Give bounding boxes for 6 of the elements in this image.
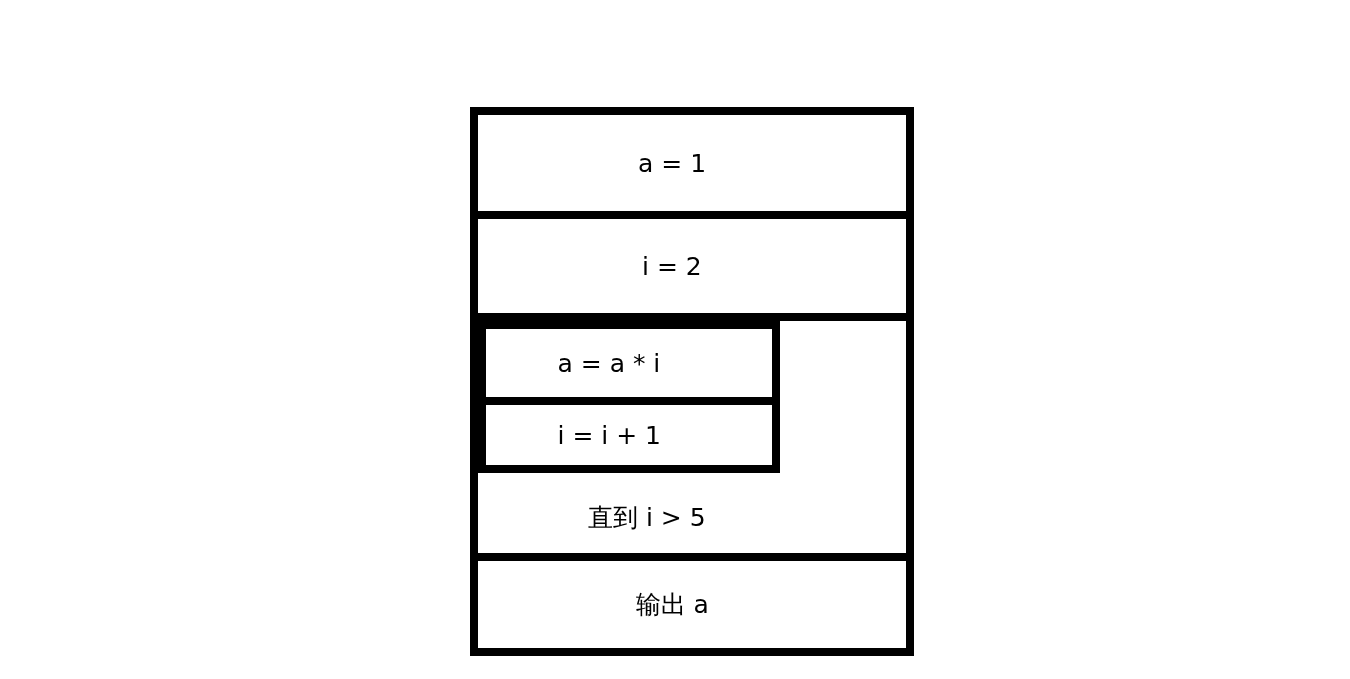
statement-text: a = 1 xyxy=(638,148,707,178)
statement-text: i = i + 1 xyxy=(557,420,661,450)
statement-text: i = 2 xyxy=(642,251,702,281)
statement-text: 输出 a xyxy=(635,589,709,621)
statement-text: a = a * i xyxy=(557,348,661,378)
loop-condition: 直到 i > 5 xyxy=(588,502,706,534)
